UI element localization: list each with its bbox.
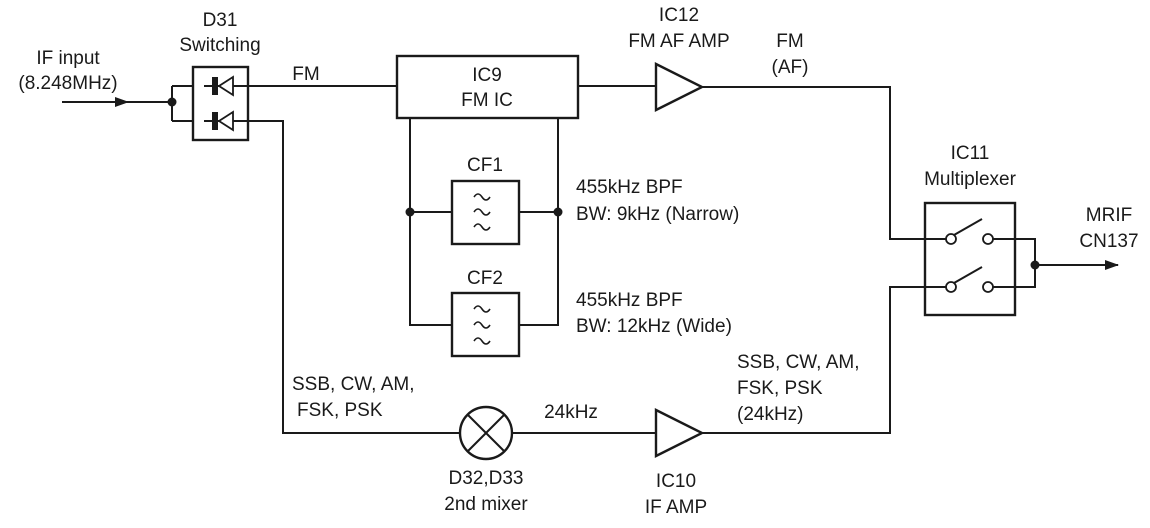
- ic10-label: IC10: [656, 471, 696, 492]
- if-amp-out-wire: [702, 286, 945, 434]
- ic12-function-label: FM AF AMP: [628, 31, 729, 52]
- mrif-label: MRIF: [1086, 205, 1132, 226]
- fm-af-wire: [702, 86, 945, 240]
- ssb-path-wire: [237, 120, 460, 434]
- cf2-spec-line-2: BW: 12kHz (Wide): [576, 316, 732, 337]
- cf1-label: CF1: [467, 155, 503, 176]
- ic9-label: IC9: [472, 65, 502, 86]
- fm-path-label: FM: [292, 64, 319, 85]
- d31-function-label: Switching: [179, 35, 260, 56]
- ic12-label: IC12: [659, 5, 699, 26]
- fm-af-label: FM: [776, 31, 803, 52]
- cf1-filter-block: [450, 179, 521, 246]
- ic9-function-label: FM IC: [461, 90, 513, 111]
- cf2-spec-line-1: 455kHz BPF: [576, 290, 683, 311]
- mixer-symbol: [458, 405, 514, 461]
- fm-af-sub-label: (AF): [772, 57, 809, 78]
- ssb-path-label-line-1: SSB, CW, AM,: [292, 374, 414, 395]
- ic12-fm-af-amp-triangle: [654, 62, 705, 112]
- mixer-output-label: 24kHz: [544, 402, 598, 423]
- mixer-function-label: 2nd mixer: [444, 494, 528, 515]
- cf1-right-junction: [553, 207, 563, 217]
- mixer-label: D32,D33: [449, 468, 524, 489]
- ic11-label: IC11: [951, 143, 990, 164]
- ssb-out-label-line-1: SSB, CW, AM,: [737, 352, 859, 373]
- cf1-spec-line-2: BW: 9kHz (Narrow): [576, 204, 739, 225]
- ic11-function-label: Multiplexer: [924, 169, 1017, 190]
- cf2-filter-block: [450, 291, 521, 358]
- ssb-path-label-line-2: FSK, PSK: [297, 400, 383, 421]
- ic10-if-amp-triangle: [654, 408, 705, 458]
- filter-left-wire: [409, 118, 452, 326]
- cf1-left-junction: [405, 207, 415, 217]
- cn137-label: CN137: [1079, 231, 1138, 252]
- d31-label: D31: [203, 10, 238, 31]
- filter-right-wire: [519, 118, 559, 326]
- ic9-fm-ic-block: [395, 54, 580, 120]
- ic11-multiplexer-block: [923, 201, 1017, 317]
- ssb-out-label-line-2: FSK, PSK: [737, 378, 823, 399]
- cf1-spec-line-1: 455kHz BPF: [576, 177, 683, 198]
- if-input-freq-label: (8.248MHz): [18, 73, 117, 94]
- ic10-function-label: IF AMP: [645, 497, 707, 518]
- ssb-out-label-line-3: (24kHz): [737, 404, 804, 425]
- cf2-label: CF2: [467, 268, 503, 289]
- if-input-label: IF input: [36, 48, 100, 69]
- d31-switching-block: [191, 65, 250, 142]
